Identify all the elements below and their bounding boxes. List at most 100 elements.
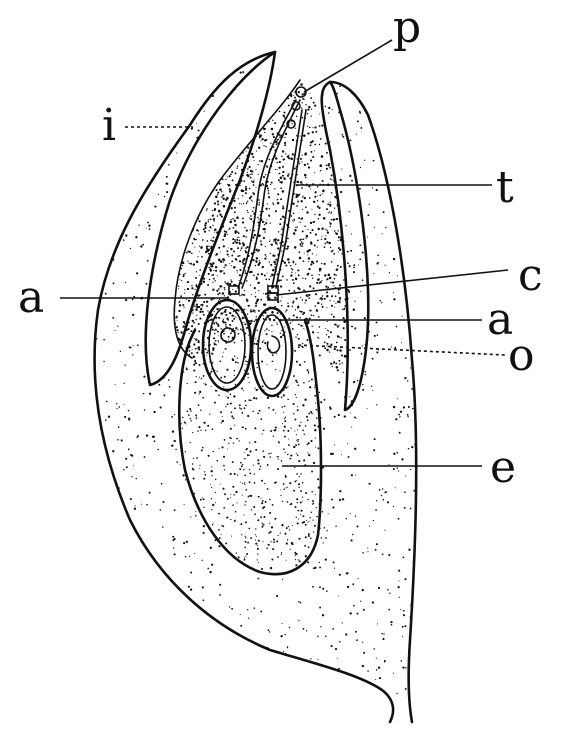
stipple-dot bbox=[332, 506, 335, 509]
stipple-dot bbox=[192, 126, 195, 129]
stipple-dot bbox=[311, 490, 314, 493]
stipple-dot bbox=[222, 552, 224, 554]
stipple-dot bbox=[246, 82, 249, 86]
stipple-dot bbox=[359, 258, 362, 261]
stipple-dot bbox=[233, 83, 237, 86]
stipple-dot bbox=[264, 482, 266, 485]
stipple-dot bbox=[232, 485, 235, 488]
stipple-dot bbox=[314, 339, 317, 342]
stipple-dot bbox=[176, 329, 179, 332]
stipple-dot bbox=[224, 469, 226, 471]
stipple-dot bbox=[397, 398, 399, 400]
stipple-dot bbox=[293, 375, 295, 377]
stipple-dot bbox=[335, 268, 339, 271]
stipple-dot bbox=[397, 470, 400, 472]
stipple-dot bbox=[181, 226, 184, 228]
stipple-dot bbox=[239, 294, 241, 297]
stipple-dot bbox=[226, 560, 228, 562]
stipple-dot bbox=[404, 687, 407, 690]
stipple-dot bbox=[401, 73, 403, 76]
stipple-dot bbox=[276, 594, 279, 598]
stipple-dot bbox=[176, 398, 177, 399]
stipple-dot bbox=[260, 365, 263, 368]
stipple-dot bbox=[312, 531, 315, 533]
stipple-dot bbox=[320, 368, 323, 372]
stipple-dot bbox=[276, 311, 279, 315]
stipple-dot bbox=[184, 608, 187, 611]
stipple-dot bbox=[214, 265, 218, 269]
stipple-dot bbox=[243, 321, 245, 323]
stipple-dot bbox=[184, 272, 186, 275]
stipple-dot bbox=[218, 548, 220, 550]
stipple-dot bbox=[280, 494, 282, 497]
stipple-dot bbox=[350, 323, 352, 325]
stipple-dot bbox=[245, 280, 248, 282]
stipple-dot bbox=[213, 166, 216, 168]
stipple-dot bbox=[175, 385, 177, 387]
stipple-dot bbox=[311, 331, 315, 334]
stipple-dot bbox=[175, 326, 178, 329]
stipple-dot bbox=[179, 464, 181, 466]
stipple-dot bbox=[293, 413, 295, 415]
stipple-dot bbox=[229, 220, 232, 224]
stipple-dot bbox=[353, 259, 355, 261]
stipple-dot bbox=[291, 525, 293, 527]
stipple-dot bbox=[302, 238, 305, 241]
stipple-dot bbox=[116, 408, 118, 410]
stipple-dot bbox=[322, 351, 324, 353]
stipple-dot bbox=[162, 293, 165, 296]
stipple-dot bbox=[363, 651, 366, 654]
stipple-dot bbox=[104, 292, 107, 295]
stipple-dot bbox=[199, 579, 201, 581]
stipple-dot bbox=[257, 539, 260, 542]
stipple-dot bbox=[249, 672, 251, 674]
stipple-dot bbox=[198, 85, 201, 88]
stipple-dot bbox=[132, 465, 134, 467]
stipple-dot bbox=[276, 201, 280, 205]
stipple-dot bbox=[314, 99, 317, 102]
stipple-dot bbox=[309, 141, 312, 144]
stipple-dot bbox=[334, 122, 337, 124]
stipple-dot bbox=[271, 331, 273, 333]
stipple-dot bbox=[244, 127, 248, 130]
stipple-dot bbox=[322, 427, 326, 430]
stipple-dot bbox=[190, 207, 193, 211]
stipple-dot bbox=[212, 281, 214, 283]
stipple-dot bbox=[234, 407, 237, 410]
stipple-dot bbox=[90, 206, 92, 208]
stipple-dot bbox=[314, 104, 317, 107]
stipple-dot bbox=[333, 252, 336, 255]
stipple-dot bbox=[260, 71, 263, 73]
stipple-dot bbox=[205, 391, 208, 394]
stipple-dot bbox=[90, 140, 92, 142]
stipple-dot bbox=[179, 213, 183, 216]
stipple-dot bbox=[101, 581, 103, 583]
stipple-dot bbox=[221, 355, 224, 358]
stipple-dot bbox=[125, 457, 128, 460]
stipple-dot bbox=[256, 298, 260, 301]
stipple-dot bbox=[214, 200, 216, 203]
stipple-dot bbox=[288, 362, 290, 365]
stipple-dot bbox=[178, 288, 180, 290]
stipple-dot bbox=[327, 115, 329, 117]
stipple-dot bbox=[115, 402, 118, 405]
stipple-dot bbox=[187, 407, 189, 409]
stipple-dot bbox=[391, 346, 393, 348]
stipple-dot bbox=[174, 212, 175, 214]
stipple-dot bbox=[124, 415, 127, 418]
stipple-dot bbox=[241, 145, 243, 147]
stipple-dot bbox=[335, 362, 338, 365]
stipple-dot bbox=[373, 648, 375, 650]
stipple-dot bbox=[131, 476, 133, 478]
stipple-dot bbox=[181, 558, 183, 561]
stipple-dot bbox=[342, 81, 344, 83]
stipple-dot bbox=[216, 330, 219, 333]
stipple-dot bbox=[349, 384, 351, 386]
stipple-dot bbox=[216, 274, 218, 276]
stipple-dot bbox=[329, 221, 331, 223]
stipple-dot bbox=[238, 127, 241, 130]
stipple-dot bbox=[247, 541, 250, 544]
stipple-dot bbox=[309, 386, 312, 389]
stipple-dot bbox=[278, 179, 280, 182]
stipple-dot bbox=[241, 261, 244, 263]
